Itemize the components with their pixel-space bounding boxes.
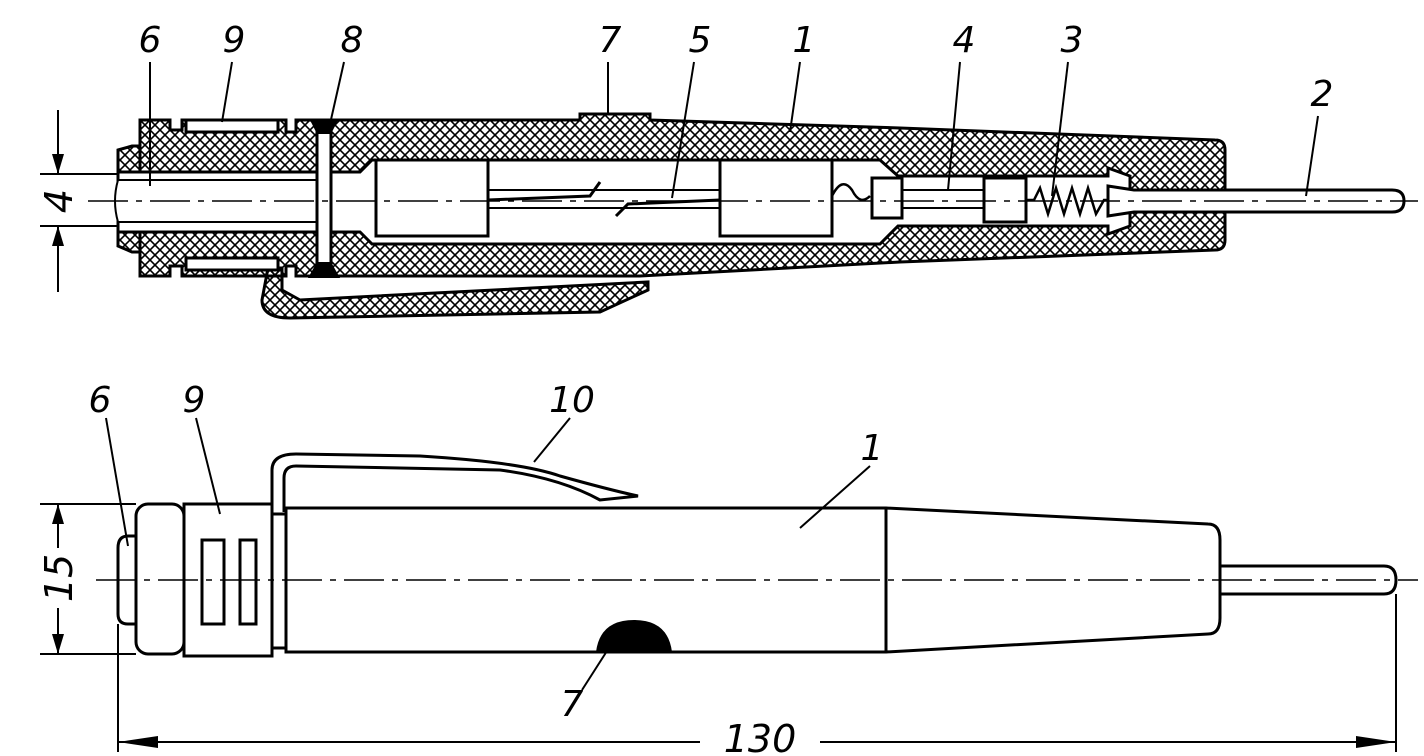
resistor-4-body bbox=[982, 176, 1028, 224]
dim130-arrow-left bbox=[118, 736, 158, 748]
callout-1: 1 bbox=[793, 20, 816, 61]
callout-9: 9 bbox=[223, 20, 246, 61]
section-leaders bbox=[149, 61, 1319, 199]
nut-9-top bbox=[184, 118, 280, 134]
side-callout-10: 10 bbox=[549, 380, 595, 421]
side-view: 15 130 6 9 10 1 7 bbox=[37, 380, 1418, 756]
dim130-arrow-right bbox=[1356, 736, 1396, 748]
dim15-arrow-bottom bbox=[52, 634, 64, 654]
end-collar bbox=[134, 502, 186, 656]
callout-7: 7 bbox=[599, 20, 622, 61]
nut-ring bbox=[270, 512, 288, 650]
side-callout-1: 1 bbox=[861, 428, 884, 469]
lamp-cap-left bbox=[374, 158, 490, 238]
dim15-gap bbox=[44, 548, 72, 608]
nut-9-slot-a bbox=[200, 538, 226, 626]
dim15-arrow-top bbox=[52, 504, 64, 524]
callout-4: 4 bbox=[953, 20, 976, 61]
lamp-cap-right bbox=[718, 158, 834, 238]
dim4-label: 4 bbox=[37, 189, 81, 213]
section-view: 4 6 9 8 7 5 1 4 3 2 bbox=[37, 20, 1418, 320]
pin-8-bottom bbox=[308, 262, 340, 278]
pin-8 bbox=[315, 120, 333, 276]
callout-2: 2 bbox=[1311, 74, 1334, 115]
window-7 bbox=[596, 620, 672, 652]
dim4-arrow-bottom bbox=[52, 226, 64, 246]
side-leaders bbox=[105, 417, 871, 691]
side-callout-9: 9 bbox=[183, 380, 206, 421]
lamp-electrode-b bbox=[614, 198, 721, 218]
callout-3: 3 bbox=[1061, 20, 1084, 61]
side-callout-7: 7 bbox=[561, 684, 584, 725]
nut-9-bottom bbox=[184, 256, 280, 272]
side-callout-6: 6 bbox=[89, 380, 112, 421]
dim4-arrow-top bbox=[52, 154, 64, 174]
lamp-electrode-a bbox=[487, 181, 602, 202]
dim15-label: 15 bbox=[37, 554, 81, 602]
clip-10 bbox=[270, 452, 639, 512]
callout-8: 8 bbox=[341, 20, 364, 61]
callout-6: 6 bbox=[139, 20, 162, 61]
section-clip bbox=[260, 266, 650, 320]
lamp-lead bbox=[830, 183, 871, 202]
nut-9-slot-b bbox=[238, 538, 258, 626]
dim130-label: 130 bbox=[724, 717, 797, 756]
connector-block bbox=[870, 176, 904, 220]
callout-5: 5 bbox=[689, 20, 712, 61]
